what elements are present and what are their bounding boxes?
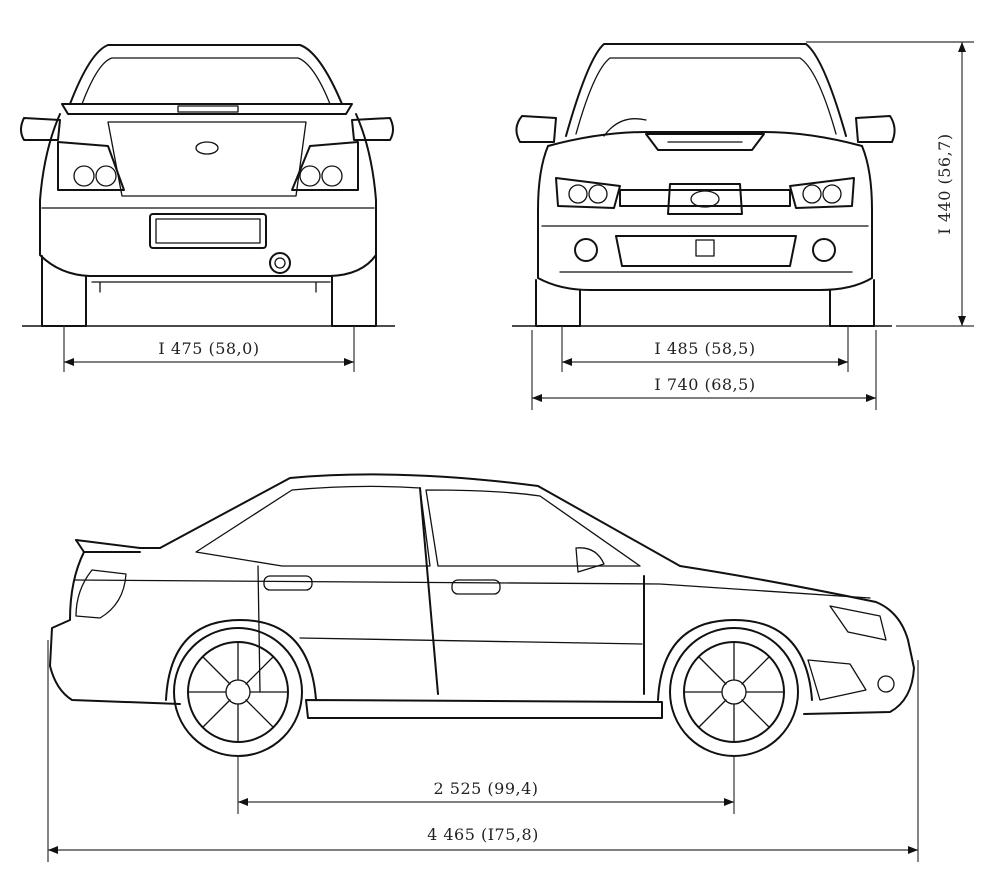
front-track-label: I 485 (58,5) <box>654 339 755 358</box>
overall-length-label: 4 465 (I75,8) <box>427 825 539 844</box>
dimension-lines <box>47 41 974 862</box>
rear-track-label: I 475 (58,0) <box>158 339 259 358</box>
overall-height-label: I 440 (56,7) <box>935 133 954 234</box>
overall-width-label: I 740 (68,5) <box>654 375 755 394</box>
rear-view <box>20 44 395 327</box>
side-view <box>49 473 915 757</box>
front-view <box>512 43 896 327</box>
wheelbase-label: 2 525 (99,4) <box>434 779 539 798</box>
